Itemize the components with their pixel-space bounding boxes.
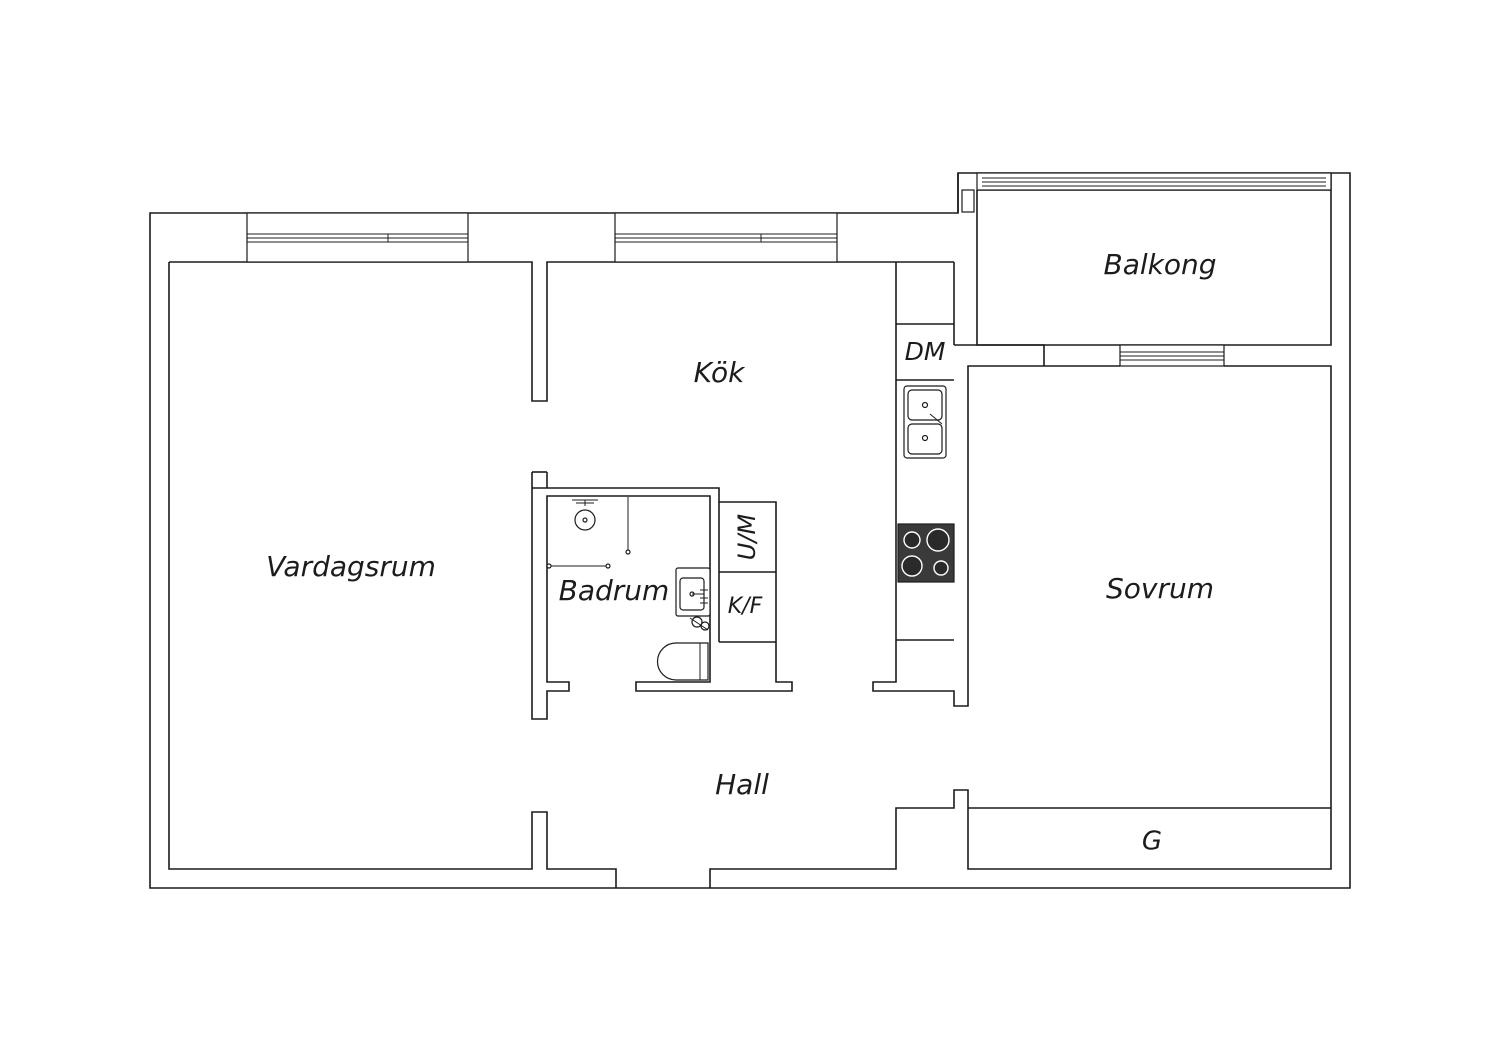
room-label-hall: Hall xyxy=(715,768,769,801)
bathroom-block xyxy=(531,471,793,720)
label-kyl-frys: K/F xyxy=(728,594,763,619)
fixture-labels: DM U/M K/F xyxy=(728,337,946,619)
room-labels: Vardagsrum Kök Badrum Hall Sovrum Balkon… xyxy=(266,248,1216,857)
label-tvattmaskin: U/M xyxy=(733,514,761,561)
windows xyxy=(246,172,1332,367)
room-label-sovrum: Sovrum xyxy=(1106,572,1214,605)
window-kok xyxy=(614,212,838,263)
room-label-balkong: Balkong xyxy=(1103,248,1216,281)
window-sovrum xyxy=(1119,344,1225,367)
window-balkong xyxy=(961,172,1332,213)
washbasin-icon xyxy=(675,567,711,617)
toilet-icon xyxy=(656,616,710,681)
room-label-kok: Kök xyxy=(694,356,746,389)
hob-icon xyxy=(897,523,955,583)
kitchen-counter xyxy=(896,323,955,641)
shower-icon xyxy=(546,497,631,569)
label-diskmaskin: DM xyxy=(905,337,946,366)
room-label-badrum: Badrum xyxy=(559,574,670,607)
room-label-vardagsrum: Vardagsrum xyxy=(266,550,436,583)
sink-icon xyxy=(903,385,947,459)
window-vardagsrum xyxy=(246,212,469,263)
room-label-garderob: G xyxy=(1142,827,1162,857)
